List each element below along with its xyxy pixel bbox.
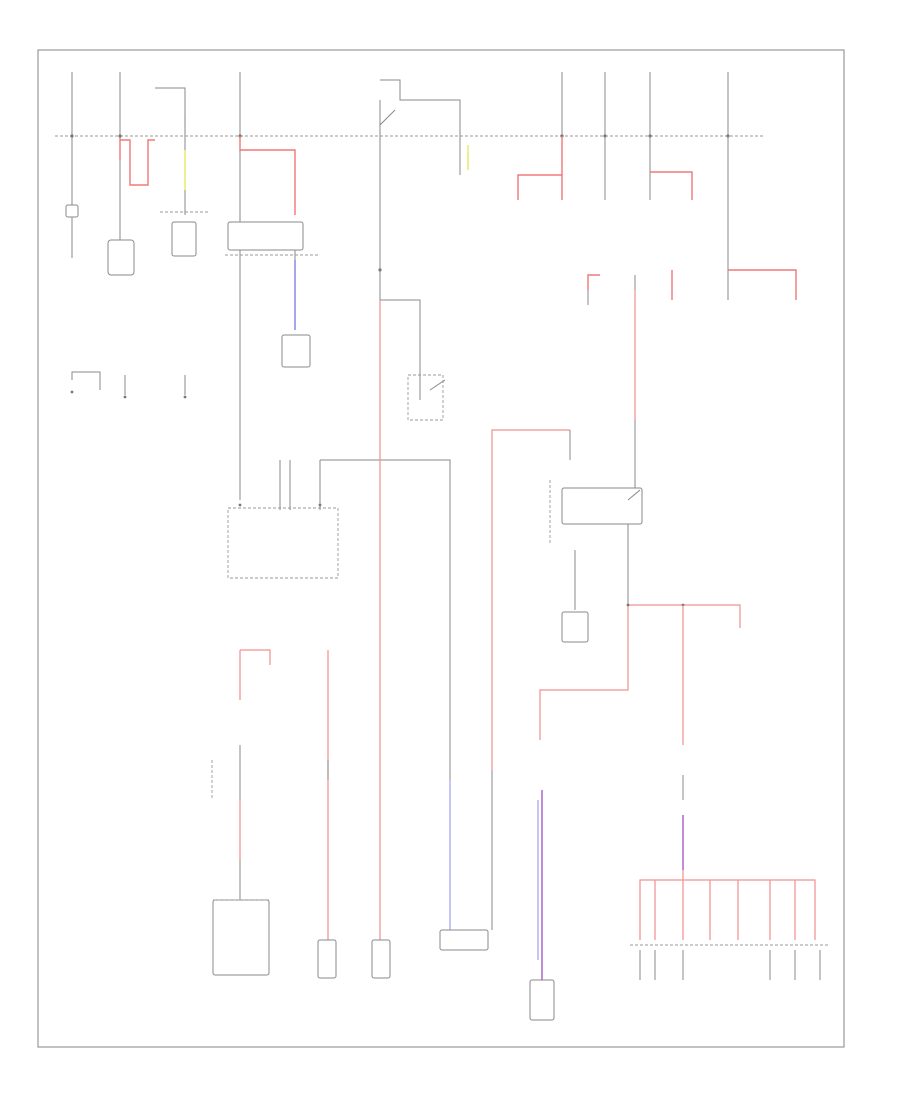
fuse-box-module xyxy=(225,72,320,460)
fuse-yellow-circuit xyxy=(155,87,210,257)
right-second-row xyxy=(587,270,673,420)
left-lower-relays xyxy=(70,371,187,399)
right-relay-module xyxy=(539,420,741,745)
bottom-right-bank xyxy=(630,775,830,980)
diagram-frame xyxy=(37,49,845,1048)
ignition-switch xyxy=(378,79,469,421)
center-red-feed xyxy=(371,300,391,979)
lower-fuse-row xyxy=(212,649,555,1021)
battery-feed xyxy=(65,72,79,258)
right-fuse-bank xyxy=(517,72,797,300)
red-loop-wire xyxy=(491,429,571,770)
battery-sensor-feed xyxy=(107,72,155,276)
left-lower-markers xyxy=(211,760,269,901)
junction-block xyxy=(227,459,451,930)
